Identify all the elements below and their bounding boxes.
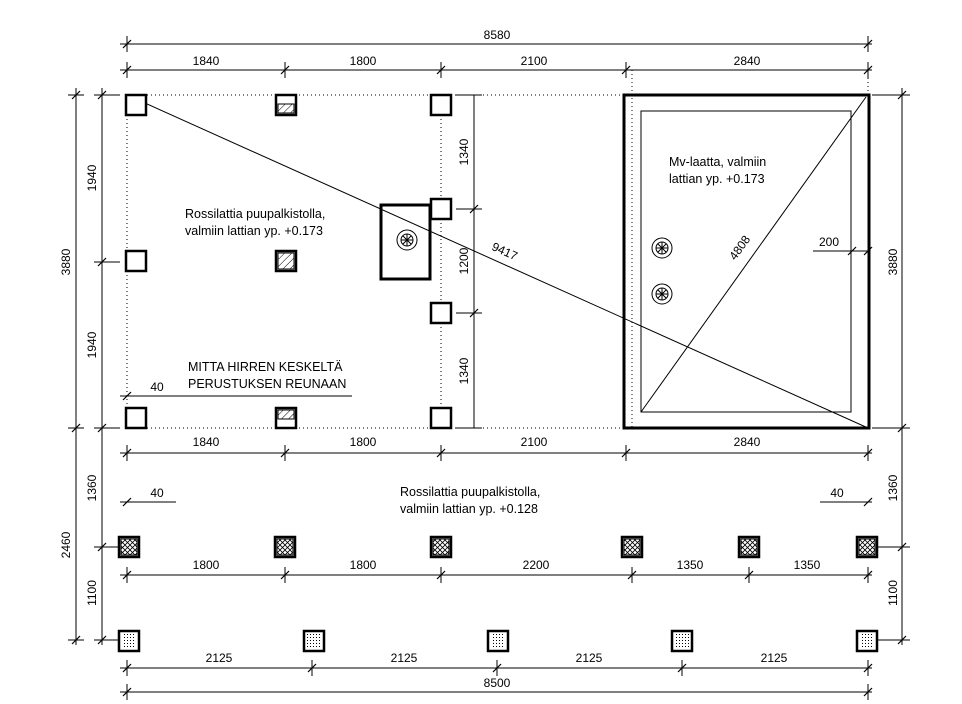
svg-text:40: 40 xyxy=(150,380,164,394)
note-line1: MITTA HIRREN KESKELTÄ xyxy=(188,360,343,374)
room2-line2: lattian yp. +0.173 xyxy=(669,172,765,186)
svg-text:2100: 2100 xyxy=(521,435,548,449)
svg-text:1350: 1350 xyxy=(677,558,704,572)
drain-icon xyxy=(651,237,673,259)
svg-text:1800: 1800 xyxy=(350,558,377,572)
dimension-lines xyxy=(68,36,910,700)
post xyxy=(429,93,453,117)
diagonal-main xyxy=(126,94,869,429)
svg-text:40: 40 xyxy=(830,486,844,500)
svg-text:1360: 1360 xyxy=(85,474,99,501)
svg-text:2125: 2125 xyxy=(576,651,603,665)
post xyxy=(124,249,148,273)
room3-line2: valmiin lattian yp. +0.128 xyxy=(400,502,538,516)
svg-text:1800: 1800 xyxy=(193,558,220,572)
post-hatch xyxy=(277,103,295,114)
room-labels: Rossilattia puupalkistolla, valmiin latt… xyxy=(185,155,766,516)
svg-text:1800: 1800 xyxy=(350,54,377,68)
svg-text:1340: 1340 xyxy=(457,138,471,165)
post-hatch xyxy=(277,252,295,270)
svg-text:2125: 2125 xyxy=(206,651,233,665)
note-line2: PERUSTUKSEN REUNAAN xyxy=(188,377,346,391)
chimney-block xyxy=(379,203,432,281)
diagonal-slab xyxy=(640,96,867,413)
svg-text:2840: 2840 xyxy=(734,435,761,449)
svg-text:2200: 2200 xyxy=(523,558,550,572)
room2-line1: Mv-laatta, valmiin xyxy=(669,155,766,169)
svg-text:1100: 1100 xyxy=(886,580,900,606)
svg-text:1100: 1100 xyxy=(85,580,99,606)
post xyxy=(124,406,148,430)
svg-text:1350: 1350 xyxy=(794,558,821,572)
svg-text:2100: 2100 xyxy=(521,54,548,68)
drain-icon xyxy=(396,229,418,251)
foundation-posts xyxy=(117,93,879,653)
post xyxy=(429,301,453,325)
svg-text:1340: 1340 xyxy=(457,357,471,384)
dim-diagonal-slab: 4808 xyxy=(726,232,753,262)
svg-text:1200: 1200 xyxy=(457,247,471,274)
svg-text:3880: 3880 xyxy=(886,248,900,275)
dim-overall-bottom: 8500 xyxy=(484,676,511,690)
svg-text:2125: 2125 xyxy=(391,651,418,665)
room1-line2: valmiin lattian yp. +0.173 xyxy=(185,224,323,238)
post-hatch xyxy=(277,409,295,420)
svg-text:200: 200 xyxy=(819,235,839,249)
mv-slab-inner xyxy=(640,110,852,413)
room1-line1: Rossilattia puupalkistolla, xyxy=(185,207,325,221)
post xyxy=(124,93,148,117)
svg-text:1800: 1800 xyxy=(350,435,377,449)
svg-text:1940: 1940 xyxy=(85,331,99,358)
dim-overall-top: 8580 xyxy=(484,28,511,42)
svg-text:2460: 2460 xyxy=(59,531,73,558)
svg-text:1840: 1840 xyxy=(193,54,220,68)
dimension-labels: 8580 1840 1800 2100 2840 1840 1800 2100 … xyxy=(59,28,900,690)
room3-line1: Rossilattia puupalkistolla, xyxy=(400,485,540,499)
mv-slab-outer xyxy=(622,93,871,430)
post xyxy=(429,406,453,430)
svg-text:1360: 1360 xyxy=(886,474,900,501)
svg-text:3880: 3880 xyxy=(59,248,73,275)
svg-text:40: 40 xyxy=(150,486,164,500)
drain-icon xyxy=(651,283,673,305)
svg-text:1840: 1840 xyxy=(193,435,220,449)
svg-text:2840: 2840 xyxy=(734,54,761,68)
svg-text:1940: 1940 xyxy=(85,164,99,191)
post xyxy=(429,197,453,221)
svg-text:2125: 2125 xyxy=(761,651,788,665)
